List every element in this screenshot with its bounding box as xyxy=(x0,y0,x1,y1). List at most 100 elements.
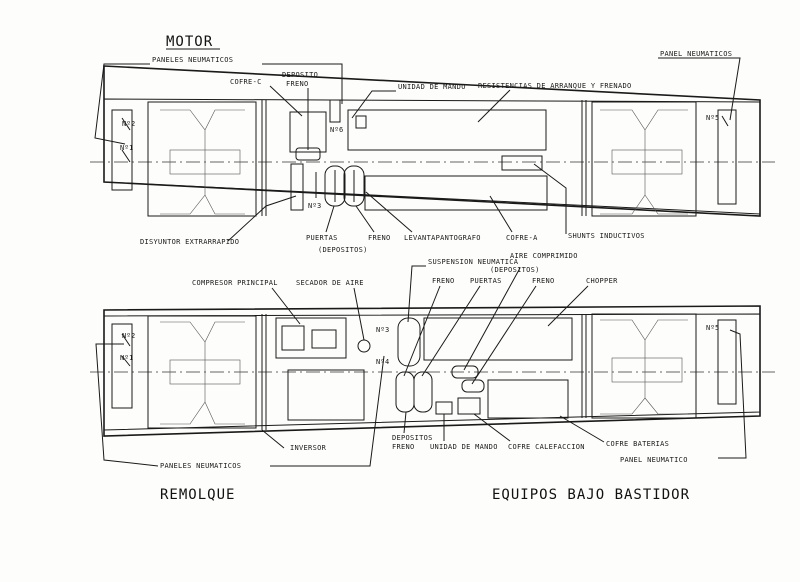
label-puertas-motor: PUERTAS xyxy=(306,234,338,242)
remolque-baterias-box xyxy=(487,379,569,419)
remolque-left-bogie-lines xyxy=(160,321,245,425)
motor-equipment xyxy=(289,99,548,211)
label-puertas-remolque: PUERTAS xyxy=(470,277,502,285)
leader-suspension xyxy=(407,265,426,323)
title-equipos: EQUIPOS BAJO BASTIDOR xyxy=(492,487,690,503)
motor-left-valves xyxy=(121,117,131,163)
title-remolque: REMOLQUE xyxy=(160,487,235,503)
label-disyuntor: DISYUNTOR EXTRARRAPIDO xyxy=(140,238,239,246)
leader-paneles-remolque-2 xyxy=(270,355,385,467)
label-n6-motor: Nº6 xyxy=(330,126,344,134)
leader-panel-neumatico-remolque xyxy=(718,329,747,459)
label-n5-remolque: Nº5 xyxy=(706,324,720,332)
leader-puertas-remolque xyxy=(421,285,481,377)
motor-left-bogie-lines xyxy=(160,109,245,215)
label-levantapantografo: LEVANTAPANTOGRAFO xyxy=(404,234,481,242)
label-cofre-calefaccion: COFRE CALEFACCION xyxy=(508,443,585,451)
title-motor: MOTOR xyxy=(166,34,213,50)
remolque-car-frame xyxy=(90,305,775,437)
motor-right-valve xyxy=(721,115,729,127)
label-panel-neumatico-remolque: PANEL NEUMATICO xyxy=(620,456,688,464)
remolque-left-end xyxy=(111,323,133,409)
leader-cofre-a xyxy=(489,195,513,233)
label-cofre-baterias: COFRE BATERIAS xyxy=(606,440,669,448)
label-n4-remolque: Nº4 xyxy=(376,358,390,366)
label-deposito-motor: DEPOSITO xyxy=(282,71,318,79)
remolque-outer-frame xyxy=(103,305,761,437)
motor-n6-panel xyxy=(329,99,341,123)
label-freno-remolque-a: FRENO xyxy=(432,277,455,285)
motor-right-bogie-bolster xyxy=(611,149,683,175)
leader-puertas-motor xyxy=(325,205,335,233)
remolque-inner-frame xyxy=(103,313,761,431)
label-cofre-c: COFRE-C xyxy=(230,78,262,86)
label-aire: AIRE COMPRIMIDO xyxy=(510,252,578,260)
leader-paneles-motor-2 xyxy=(262,63,343,104)
leader-depositos-freno xyxy=(403,411,407,434)
leader-freno-remolque-b xyxy=(471,285,537,385)
label-unidad-mando-motor: UNIDAD DE MANDO xyxy=(398,83,466,91)
label-n5-motor: Nº5 xyxy=(706,114,720,122)
motor-left-end xyxy=(111,109,133,191)
remolque-right-bogie-bolster xyxy=(611,357,683,383)
label-chopper: CHOPPER xyxy=(586,277,618,285)
leader-inversor xyxy=(261,429,285,449)
leader-compresor xyxy=(271,287,301,325)
label-paneles-neumaticos-remolque: PANELES NEUMATICOS xyxy=(160,462,241,470)
leader-freno-remolque-a xyxy=(403,285,441,377)
motor-disyuntor-box xyxy=(290,163,304,211)
motor-left-bogie xyxy=(147,101,257,217)
label-n3-motor: Nº3 xyxy=(308,202,322,210)
leader-panel-neumaticos xyxy=(658,57,741,121)
remolque-inversor-box xyxy=(287,369,365,421)
leader-levantapantografo xyxy=(365,191,413,233)
remolque-compresor-unit xyxy=(311,329,337,349)
leader-chopper xyxy=(547,285,589,327)
label-shunts: SHUNTS INDUCTIVOS xyxy=(568,232,645,240)
remolque-left-bogie xyxy=(147,315,257,429)
label-freno-motor: FRENO xyxy=(368,234,391,242)
remolque-tank-aire xyxy=(451,365,479,379)
motor-right-bogie xyxy=(591,101,697,217)
motor-cofre-a-box xyxy=(364,175,548,211)
motor-tank-puertas xyxy=(324,165,346,207)
remolque-compresor-motor xyxy=(281,325,305,351)
label-secador: SECADOR DE AIRE xyxy=(296,279,364,287)
remolque-tank-freno-3 xyxy=(461,379,485,393)
label-depositos-motor: (DEPOSITOS) xyxy=(318,246,368,254)
motor-resistencias-box xyxy=(347,109,547,151)
motor-right-end xyxy=(717,109,737,205)
leader-cofre-c xyxy=(269,85,303,117)
label-n1-remolque: Nº1 xyxy=(120,354,134,362)
motor-inner-frame xyxy=(103,98,761,215)
leader-shunts xyxy=(533,163,567,234)
label-compresor: COMPRESOR PRINCIPAL xyxy=(192,279,278,287)
leader-secador xyxy=(353,287,365,341)
label-inversor: INVERSOR xyxy=(290,444,327,452)
leader-disyuntor xyxy=(227,195,297,242)
leader-paneles-motor xyxy=(94,63,150,145)
label-panel-neumaticos-motor: PANEL NEUMATICOS xyxy=(660,50,732,58)
remolque-compresor-box xyxy=(275,317,347,359)
motor-right-bogie-lines xyxy=(600,109,688,215)
label-freno-motor-top: FRENO xyxy=(286,80,309,88)
motor-unidad-mando-box xyxy=(355,115,367,129)
remolque-tank-freno-1 xyxy=(395,371,415,413)
remolque-calefaccion-box xyxy=(457,397,481,415)
label-freno-remolque-b: FRENO xyxy=(532,277,555,285)
label-n1-motor: Nº1 xyxy=(120,144,134,152)
remolque-secador-symbol xyxy=(357,339,371,353)
remolque-right-bogie-lines xyxy=(600,319,688,415)
leader-aire xyxy=(463,267,521,371)
leader-resistencias xyxy=(477,89,511,123)
label-n2-remolque: Nº2 xyxy=(122,332,136,340)
motor-tank-freno xyxy=(343,165,365,207)
remolque-unidad-mando-box xyxy=(435,401,453,415)
label-resistencias: RESISTENCIAS DE ARRANQUE Y FRENADO xyxy=(478,82,632,90)
remolque-left-valves xyxy=(121,333,131,367)
label-depositos-remolque: (DEPOSITOS) xyxy=(490,266,540,274)
label-paneles-neumaticos-motor: PANELES NEUMATICOS xyxy=(152,56,233,64)
leader-freno-motor xyxy=(355,205,375,233)
label-n3-remolque: Nº3 xyxy=(376,326,390,334)
